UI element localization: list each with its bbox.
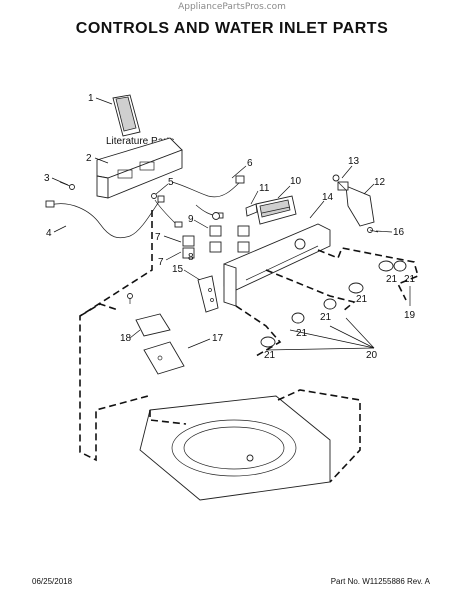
hinge-bracket-part[interactable] [197,275,219,313]
callout-21a: 21 [386,274,398,285]
callout-13: 13 [348,156,360,167]
callout-20: 20 [366,350,378,361]
valve-screw-part[interactable] [367,227,379,233]
callout-11: 11 [259,183,270,194]
callout-19: 19 [404,310,416,321]
callout-5: 5 [168,177,174,188]
cabinet-top-part[interactable] [139,395,331,501]
cabinet-outline-left [79,210,153,462]
callout-17: 17 [212,333,224,344]
wire-harness-part[interactable] [45,195,165,239]
knob-tray-outline [317,247,419,301]
callout-3: 3 [44,173,50,184]
cabinet-outline-bottom [149,410,187,425]
callout-15: 15 [172,264,184,275]
cabinet-outline-right [277,389,361,483]
callout-6: 6 [247,158,253,169]
callout-21e: 21 [264,350,276,361]
callout-10: 10 [290,176,302,187]
callout-12: 12 [374,177,386,188]
callout-1: 1 [88,93,94,104]
callout-16: 16 [393,227,405,238]
console-part[interactable] [96,137,183,199]
revision-date: 06/25/2018 [32,577,73,586]
part-number: Part No. W11255886 Rev. A [330,577,430,586]
callout-7b: 7 [158,257,164,268]
control-board-part[interactable] [255,195,297,225]
bracket-part[interactable] [245,203,258,217]
callout-7: 7 [155,232,161,243]
console-outline [235,305,282,357]
screw-part[interactable] [59,181,75,190]
callout-8: 8 [188,252,194,263]
callout-2: 2 [86,153,92,164]
literature-booklet[interactable] [112,94,141,137]
callout-21b: 21 [356,294,368,305]
leader-lines [51,97,411,351]
harness-part[interactable] [171,175,245,219]
page-title: CONTROLS AND WATER INLET PARTS [75,20,389,37]
watermark: AppliancePartsPros.com [178,2,286,12]
callout-18: 18 [120,333,132,344]
callout-21f: 21 [404,274,416,285]
callout-4: 4 [46,228,52,239]
knob-part[interactable] [260,260,407,348]
literature-label: Literature Parts [106,136,174,147]
callout-9: 9 [188,214,194,225]
lid-lock-part[interactable] [135,313,185,375]
callout-21c: 21 [320,312,332,323]
console-outline-2 [265,269,356,313]
water-inlet-valve-part[interactable] [332,174,375,227]
harness-connector-part[interactable] [151,193,183,228]
lower-screw-part[interactable] [127,293,133,305]
callout-21d: 21 [296,328,308,339]
rotary-switch-part[interactable] [182,212,250,259]
cabinet-outline-top [79,303,119,317]
callout-14: 14 [322,192,334,203]
